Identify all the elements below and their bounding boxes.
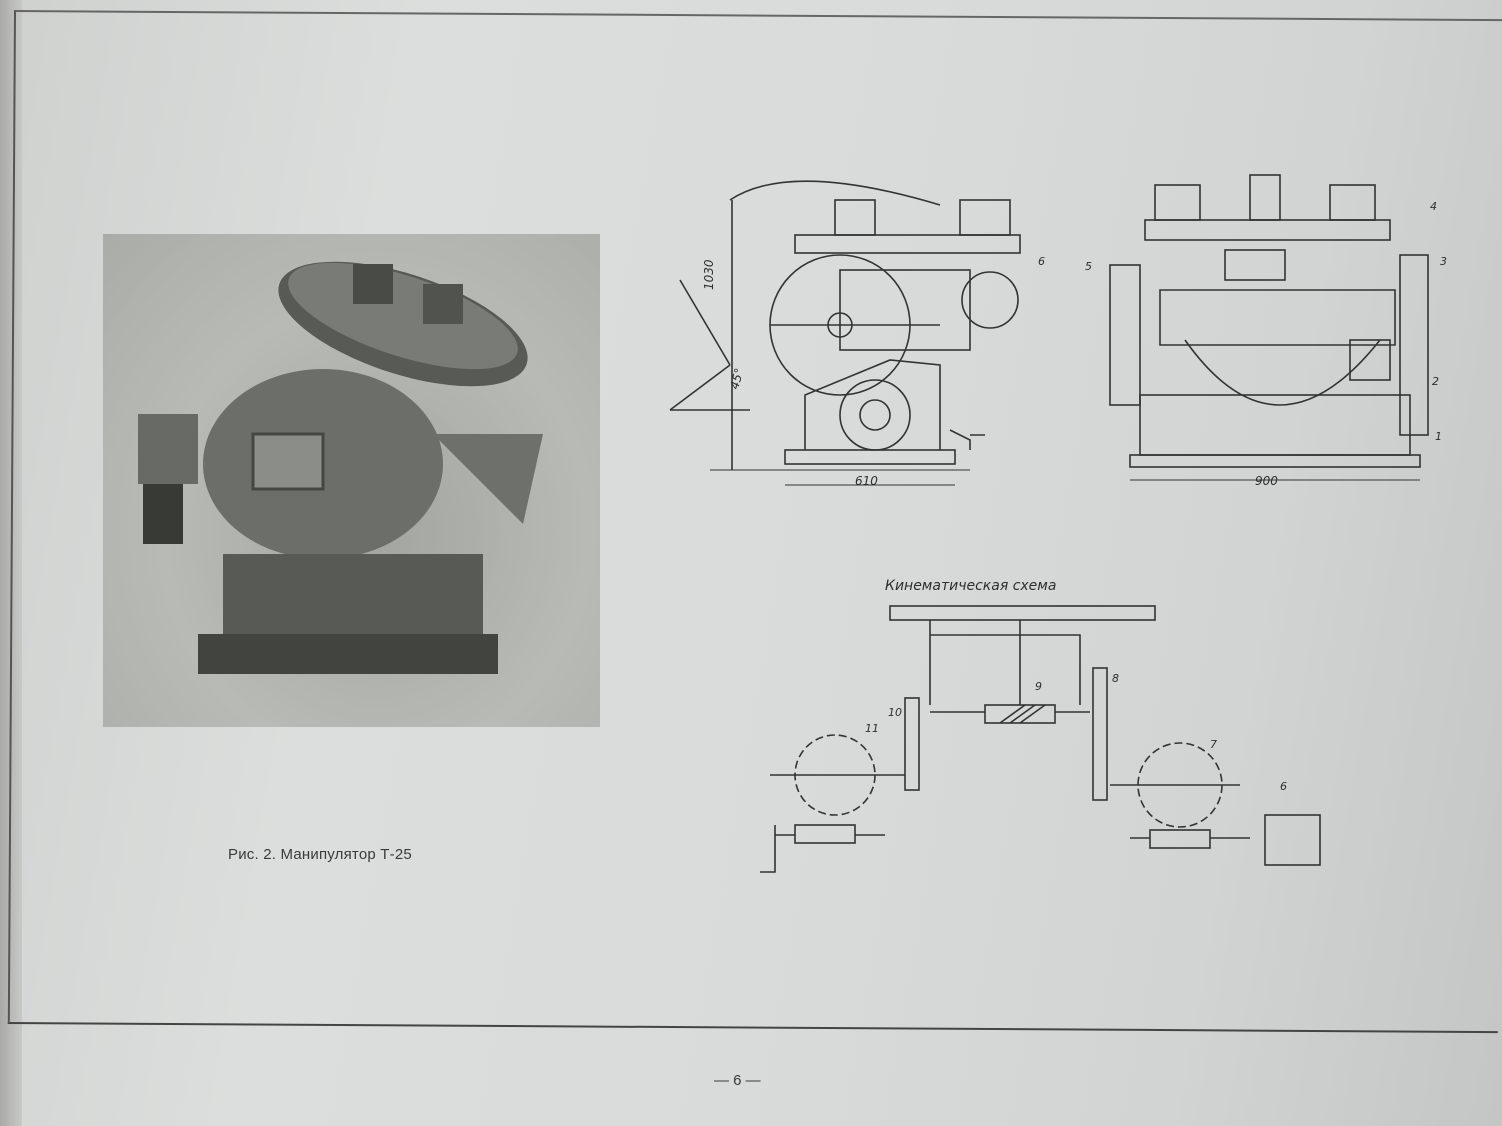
front-label-5: 5: [1085, 260, 1092, 273]
dimension-front-width: 900: [1255, 474, 1278, 488]
scheme-label-10: 10: [888, 706, 902, 719]
side-view-drawing: 1030 610 45° 6: [669, 180, 1045, 488]
kinematic-scheme-title: Кинематическая схема: [885, 578, 1056, 594]
front-label-4: 4: [1430, 200, 1437, 213]
scheme-label-6: 6: [1280, 780, 1287, 793]
scheme-label-9: 9: [1035, 680, 1042, 693]
kinematic-scheme: Кинематическая схема 9 8 10 11: [760, 578, 1321, 873]
binding-edge: [0, 0, 22, 1126]
manipulator-photo-illustration: [138, 261, 543, 674]
dimension-side-width: 610: [855, 474, 878, 488]
side-label-6: 6: [1038, 255, 1045, 268]
dimension-height: 1030: [702, 259, 716, 290]
scheme-label-8: 8: [1112, 672, 1119, 685]
front-label-2: 2: [1432, 375, 1439, 388]
front-view-drawing: 4 5 3 2 1 900: [1085, 174, 1447, 488]
front-label-1: 1: [1435, 430, 1442, 443]
scheme-label-11: 11: [865, 722, 879, 735]
technical-drawings: 1030 610 45° 6 4 5: [640, 150, 1480, 910]
manipulator-photo: [103, 234, 600, 727]
figure-caption: Рис. 2. Манипулятор Т-25: [228, 846, 412, 863]
scheme-label-7: 7: [1210, 738, 1217, 751]
dimension-angle: 45°: [727, 367, 746, 391]
page-number: — 6 —: [714, 1072, 761, 1089]
front-label-3: 3: [1440, 255, 1447, 268]
